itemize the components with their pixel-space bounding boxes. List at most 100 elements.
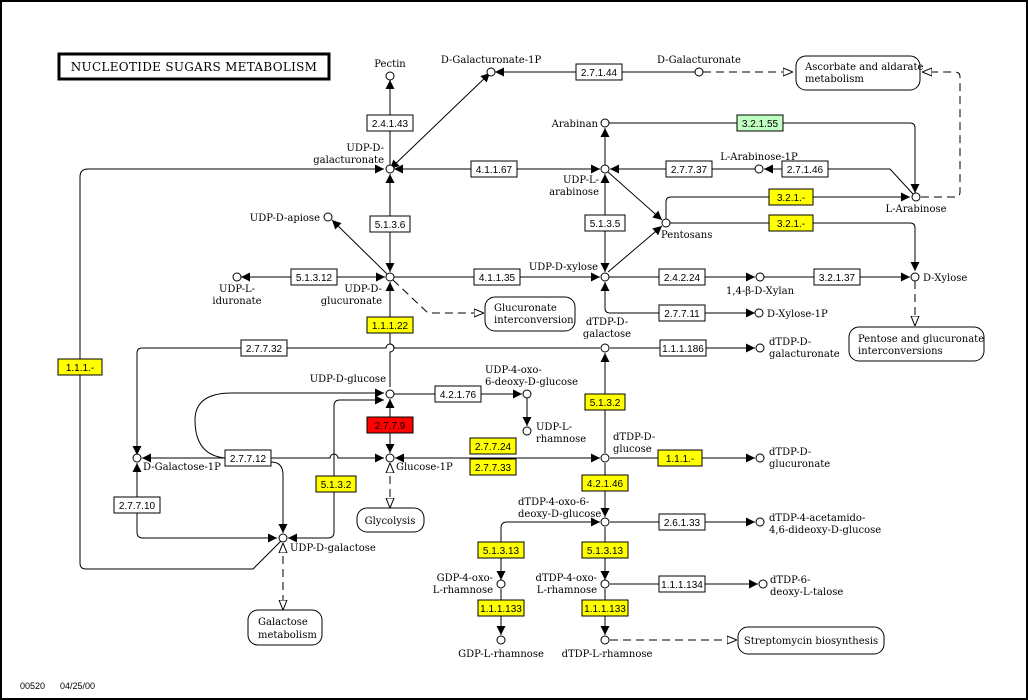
enzyme-5-1-3-13[interactable]: 5.1.3.13 xyxy=(477,541,525,559)
enzyme-1-1-1-133[interactable]: 1.1.1.133 xyxy=(581,599,629,617)
enzyme-2-7-1-46[interactable]: 2.7.1.46 xyxy=(781,160,829,178)
enzyme-2-7-7-32[interactable]: 2.7.7.32 xyxy=(240,339,288,357)
enzyme-3-2-1-37[interactable]: 3.2.1.37 xyxy=(813,268,861,286)
enzyme-box[interactable] xyxy=(290,268,338,286)
enzyme-2-7-7-37[interactable]: 2.7.7.37 xyxy=(665,160,713,178)
compound-udp-d-galactose[interactable] xyxy=(278,533,288,543)
enzyme-box[interactable] xyxy=(768,214,814,232)
enzyme-box[interactable] xyxy=(581,599,629,617)
enzyme-box[interactable] xyxy=(781,160,829,178)
enzyme-box[interactable] xyxy=(584,214,626,232)
enzyme-box[interactable] xyxy=(469,437,517,455)
enzyme-1-1-1-22[interactable]: 1.1.1.22 xyxy=(366,316,414,334)
compound-dtdp-4-acetamido[interactable] xyxy=(755,517,765,527)
pathway-link-galactose-metabolism[interactable]: Galactose metabolism xyxy=(247,609,323,646)
compound-arabinan[interactable] xyxy=(600,118,610,128)
enzyme-5-1-3-6[interactable]: 5.1.3.6 xyxy=(369,215,411,233)
enzyme-box[interactable] xyxy=(736,114,784,132)
enzyme-1-1-1-186[interactable]: 1.1.1.186 xyxy=(659,339,707,357)
compound-udp-d-galacturonate[interactable] xyxy=(385,164,395,174)
compound-dtdp-6-deoxy-l-talose[interactable] xyxy=(758,579,768,589)
enzyme-2-7-7-10[interactable]: 2.7.7.10 xyxy=(113,496,161,514)
pathway-link-pentose-glucuronate[interactable]: Pentose and glucuronate interconversions xyxy=(848,326,985,362)
enzyme-2-7-7-24[interactable]: 2.7.7.24 xyxy=(469,437,517,455)
compound-pentosans[interactable] xyxy=(661,218,671,228)
enzyme-3-2-1-x[interactable]: 3.2.1.- xyxy=(768,214,814,232)
pathway-link-glucuronate-interconversion[interactable]: Glucuronate interconversion xyxy=(484,296,576,332)
enzyme-1-1-1-x[interactable]: 1.1.1.- xyxy=(57,358,103,376)
compound-d-galactose-1p[interactable] xyxy=(132,453,142,463)
enzyme-3-2-1-x[interactable]: 3.2.1.- xyxy=(768,188,814,206)
compound-udp-4-oxo-6-deoxy-d-glucose[interactable] xyxy=(522,389,532,399)
enzyme-box[interactable] xyxy=(659,339,707,357)
enzyme-2-4-1-43[interactable]: 2.4.1.43 xyxy=(366,114,414,132)
enzyme-5-1-3-12[interactable]: 5.1.3.12 xyxy=(290,268,338,286)
enzyme-box[interactable] xyxy=(658,575,706,593)
enzyme-2-6-1-33[interactable]: 2.6.1.33 xyxy=(658,513,706,531)
compound-d-galacturonate[interactable] xyxy=(694,67,704,77)
enzyme-4-2-1-76[interactable]: 4.2.1.76 xyxy=(434,385,482,403)
compound-udp-l-rhamnose[interactable] xyxy=(522,426,532,436)
compound-udp-d-glucose[interactable] xyxy=(385,389,395,399)
enzyme-box[interactable] xyxy=(584,393,626,411)
enzyme-2-7-7-12[interactable]: 2.7.7.12 xyxy=(224,449,272,467)
compound-dtdp-4-oxo-6-deoxy-d-glucose[interactable] xyxy=(600,517,610,527)
enzyme-box[interactable] xyxy=(477,599,525,617)
compound-gdp-l-rhamnose[interactable] xyxy=(496,635,506,645)
enzyme-5-1-3-13[interactable]: 5.1.3.13 xyxy=(581,541,629,559)
enzyme-box[interactable] xyxy=(434,385,482,403)
enzyme-5-1-3-2[interactable]: 5.1.3.2 xyxy=(584,393,626,411)
compound-d-xylose-1p[interactable] xyxy=(754,308,764,318)
pathway-link-streptomycin[interactable]: Streptomycin biosynthesis xyxy=(737,626,885,655)
enzyme-box[interactable] xyxy=(366,316,414,334)
enzyme-box[interactable] xyxy=(768,188,814,206)
enzyme-box[interactable] xyxy=(224,449,272,467)
compound-l-arabinose[interactable] xyxy=(911,192,921,202)
enzyme-5-1-3-2[interactable]: 5.1.3.2 xyxy=(315,475,357,493)
enzyme-box[interactable] xyxy=(473,268,521,286)
enzyme-2-7-1-44[interactable]: 2.7.1.44 xyxy=(575,63,623,81)
compound-l-arabinose-1p[interactable] xyxy=(754,164,764,174)
enzyme-box[interactable] xyxy=(581,474,629,492)
enzyme-box[interactable] xyxy=(469,458,517,476)
compound-udp-d-glucuronate[interactable] xyxy=(385,272,395,282)
enzyme-box[interactable] xyxy=(665,160,713,178)
pathway-link-glycolysis[interactable]: Glycolysis xyxy=(356,507,425,533)
enzyme-box[interactable] xyxy=(315,475,357,493)
enzyme-box[interactable] xyxy=(658,513,706,531)
compound-dtdp-d-galactose[interactable] xyxy=(600,343,610,353)
compound-dtdp-4-oxo-l-rhamnose[interactable] xyxy=(600,579,610,589)
compound-udp-l-arabinose[interactable] xyxy=(600,164,610,174)
enzyme-2-7-7-33[interactable]: 2.7.7.33 xyxy=(469,458,517,476)
enzyme-box[interactable] xyxy=(470,160,518,178)
compound-pectin[interactable] xyxy=(385,71,395,81)
enzyme-box[interactable] xyxy=(369,215,411,233)
enzyme-4-1-1-67[interactable]: 4.1.1.67 xyxy=(470,160,518,178)
compound-dtdp-d-glucuronate[interactable] xyxy=(755,453,765,463)
compound-gdp-4-oxo-l-rhamnose[interactable] xyxy=(496,579,506,589)
enzyme-box[interactable] xyxy=(240,339,288,357)
enzyme-box[interactable] xyxy=(581,541,629,559)
enzyme-box[interactable] xyxy=(366,416,414,434)
enzyme-box[interactable] xyxy=(658,304,706,322)
pathway-link-ascorbate[interactable]: Ascorbate and aldarate metabolism xyxy=(795,55,924,91)
compound-d-xylose[interactable] xyxy=(910,272,920,282)
enzyme-3-2-1-55[interactable]: 3.2.1.55 xyxy=(736,114,784,132)
compound-udp-l-iduronate[interactable] xyxy=(232,272,242,282)
compound-d-galacturonate-1p[interactable] xyxy=(486,67,496,77)
enzyme-box[interactable] xyxy=(366,114,414,132)
enzyme-4-1-1-35[interactable]: 4.1.1.35 xyxy=(473,268,521,286)
enzyme-4-2-1-46[interactable]: 4.2.1.46 xyxy=(581,474,629,492)
compound-glucose-1p[interactable] xyxy=(385,453,395,463)
enzyme-box[interactable] xyxy=(657,449,703,467)
enzyme-box[interactable] xyxy=(477,541,525,559)
enzyme-box[interactable] xyxy=(813,268,861,286)
enzyme-1-1-1-133[interactable]: 1.1.1.133 xyxy=(477,599,525,617)
enzyme-5-1-3-5[interactable]: 5.1.3.5 xyxy=(584,214,626,232)
enzyme-box[interactable] xyxy=(57,358,103,376)
enzyme-2-7-7-9[interactable]: 2.7.7.9 xyxy=(366,416,414,434)
enzyme-box[interactable] xyxy=(113,496,161,514)
compound-xylan[interactable] xyxy=(755,272,765,282)
enzyme-box[interactable] xyxy=(658,268,706,286)
compound-dtdp-l-rhamnose[interactable] xyxy=(600,635,610,645)
